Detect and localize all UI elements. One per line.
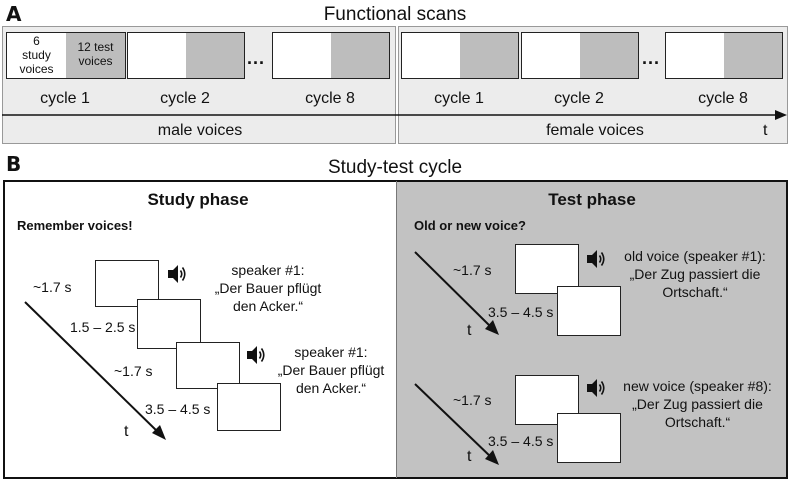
test-block (186, 33, 244, 78)
test-block: 12 test voices (66, 33, 125, 78)
test-block (460, 33, 518, 78)
study-speaker-text-2: speaker #1: „Der Bauer pflügt den Acker.… (266, 343, 396, 397)
cycle-label-male-8: cycle 8 (305, 90, 355, 107)
ellipsis-male: ... (247, 48, 266, 68)
test-new-speaker-text: new voice (speaker #8): „Der Zug passier… (610, 377, 785, 431)
study-duration-4: 3.5 – 4.5 s (145, 401, 211, 417)
panel-b-title: Study-test cycle (327, 157, 463, 178)
test-new-time-arrow (414, 383, 499, 465)
test-block (580, 33, 638, 78)
study-phase-title: Study phase (147, 190, 249, 209)
scan-box-male-cycle-1: 6 study voices 12 test voices (6, 32, 126, 79)
test-old-line-1: old voice (speaker #1): (624, 248, 766, 264)
panel-a-title: Functional scans (323, 4, 467, 25)
scan-box-female-cycle-1 (401, 32, 519, 79)
test-phase-title: Test phase (548, 190, 636, 209)
test-new-time-label: t (467, 448, 472, 465)
scan-box-female-cycle-8 (665, 32, 783, 79)
study-time-label: t (124, 423, 129, 440)
test-new-line-1: new voice (speaker #8): (623, 378, 772, 394)
test-new-line-3: Ortschaft.“ (664, 414, 731, 430)
study-voices-line-2: study (22, 48, 51, 62)
phase-divider (396, 181, 397, 478)
study-speaker-1-line-3: den Acker.“ (232, 298, 304, 314)
study-fixation-screen-1 (137, 299, 201, 349)
test-old-line-3: Ortschaft.“ (662, 284, 728, 300)
test-old-fixation-screen (557, 286, 621, 336)
test-old-duration-2: 3.5 – 4.5 s (488, 304, 554, 320)
study-speaker-2-line-1: speaker #1: (294, 344, 368, 360)
test-new-duration-2: 3.5 – 4.5 s (488, 433, 554, 449)
cycle-label-female-8: cycle 8 (698, 90, 748, 107)
study-speaker-1-line-1: speaker #1: (231, 262, 305, 278)
time-label-a: t (763, 122, 768, 139)
study-stimulus-screen-2 (176, 342, 240, 389)
study-duration-3: ~1.7 s (114, 363, 153, 379)
study-block (402, 33, 460, 78)
test-voices-line-2: voices (78, 54, 113, 68)
scan-box-male-cycle-8 (272, 32, 390, 79)
study-speaker-2-line-3: den Acker.“ (295, 380, 367, 396)
cycle-label-female-1: cycle 1 (434, 90, 484, 107)
test-new-line-2: „Der Zug passiert die (632, 396, 763, 412)
test-block (724, 33, 782, 78)
speaker-icon (587, 250, 605, 268)
study-block (273, 33, 331, 78)
speaker-icon (247, 346, 265, 364)
cycle-label-male-2: cycle 2 (160, 90, 210, 107)
study-time-arrow (24, 301, 166, 440)
female-voices-label: female voices (546, 122, 644, 139)
study-speaker-text-1: speaker #1: „Der Bauer pflügt den Acker.… (198, 261, 338, 315)
panel-b-letter: B (6, 152, 22, 176)
cycle-label-male-1: cycle 1 (40, 90, 90, 107)
cycle-label-female-2: cycle 2 (554, 90, 604, 107)
scan-box-male-cycle-2 (127, 32, 245, 79)
study-voices-line-1: 6 (33, 34, 40, 48)
test-block (331, 33, 389, 78)
study-fixation-screen-2 (217, 383, 281, 431)
study-voices-line-3: voices (19, 62, 54, 76)
time-axis-arrow (2, 110, 787, 120)
test-old-speaker-text: old voice (speaker #1): „Der Zug passier… (610, 247, 780, 301)
study-speaker-1-line-2: „Der Bauer pflügt (214, 280, 322, 296)
study-instruction: Remember voices! (17, 218, 133, 233)
test-new-duration-1: ~1.7 s (453, 392, 492, 408)
test-old-stimulus-screen (515, 244, 579, 294)
test-instruction: Old or new voice? (414, 218, 526, 233)
speaker-icon (168, 265, 186, 283)
panel-a-letter: A (6, 2, 22, 26)
study-duration-2: 1.5 – 2.5 s (70, 319, 136, 335)
study-stimulus-screen-1 (95, 260, 159, 307)
study-block (522, 33, 580, 78)
test-new-stimulus-screen (515, 375, 579, 425)
study-block (666, 33, 724, 78)
study-duration-1: ~1.7 s (33, 279, 72, 295)
test-old-line-2: „Der Zug passiert die (629, 266, 761, 282)
study-block: 6 study voices (7, 33, 66, 78)
test-old-time-label: t (467, 322, 472, 339)
test-old-time-arrow (414, 251, 499, 335)
male-voices-label: male voices (157, 122, 243, 139)
test-old-duration-1: ~1.7 s (453, 262, 492, 278)
test-voices-line-1: 12 test (77, 40, 114, 54)
test-new-fixation-screen (557, 413, 621, 463)
speaker-icon (587, 379, 605, 397)
study-speaker-2-line-2: „Der Bauer pflügt (277, 362, 385, 378)
study-test-frame (3, 180, 788, 479)
scan-box-female-cycle-2 (521, 32, 639, 79)
ellipsis-female: ... (642, 48, 661, 68)
study-block (128, 33, 186, 78)
